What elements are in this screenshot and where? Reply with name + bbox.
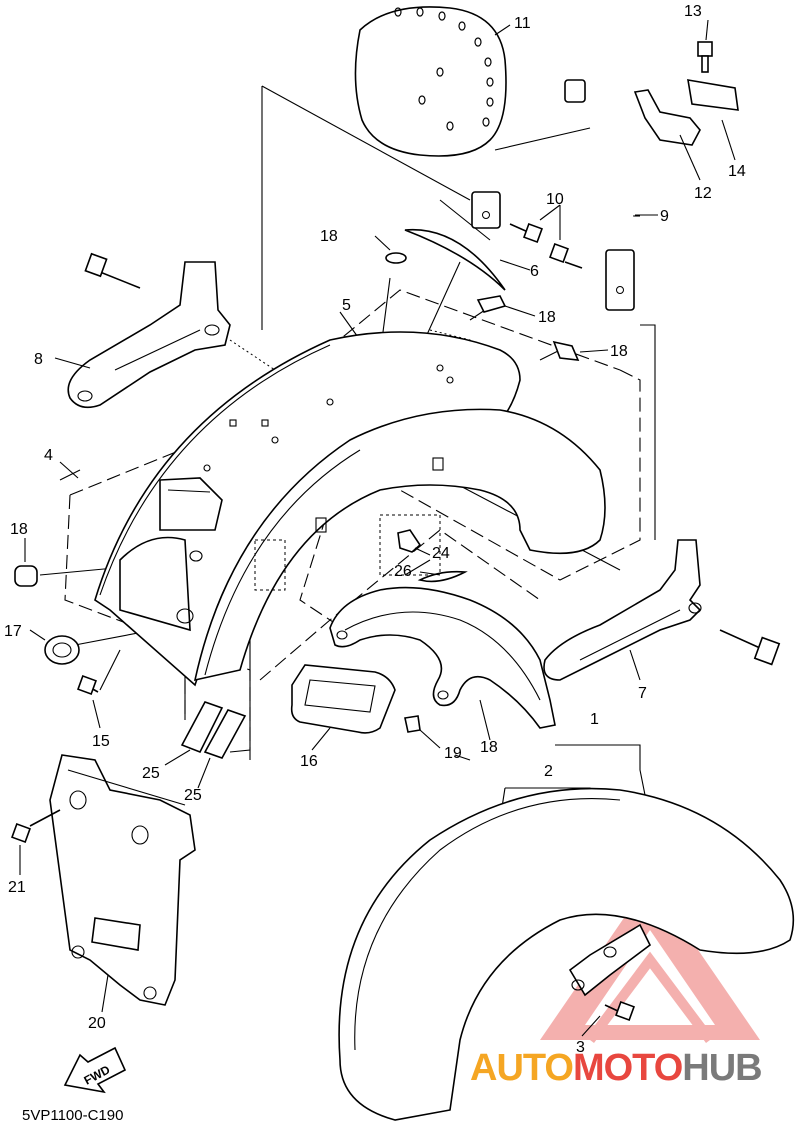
callout-26: 26: [394, 563, 412, 580]
bolts-part-10: [509, 223, 583, 269]
callout-14: 14: [728, 163, 746, 180]
seat-pad-part-11: [354, 6, 507, 157]
stay-left-part-8: [67, 252, 231, 409]
backrest-bar-part-9: [471, 64, 637, 311]
rear-fender-part-5: [94, 331, 606, 687]
callout-leaders: [19, 19, 736, 1037]
callout-6: 6: [530, 263, 539, 280]
callout-1: 1: [590, 711, 599, 728]
callout-19: 18: [320, 228, 338, 245]
callout-5: 5: [342, 297, 351, 314]
callout-22: 20: [88, 1015, 106, 1032]
watermark-moto: MOTO: [573, 1047, 682, 1089]
callout-16: 16: [300, 753, 318, 770]
callout-20: 18: [480, 739, 498, 756]
callout-24: 24: [432, 545, 450, 562]
inner-fender-part-20: [329, 570, 556, 729]
bracket-parts-12-13-14: [633, 41, 739, 146]
callout-labels: 11 13 14 12 10 9 18 6 5 18 18 8 4 18 24 …: [4, 3, 746, 1056]
plate-part-16: [180, 664, 421, 759]
callout-12: 12: [694, 185, 712, 202]
callout-15: 15: [92, 733, 110, 750]
front-fender-part-1: [338, 787, 795, 1121]
callout-4: 4: [44, 447, 53, 464]
callout-21: 19: [444, 745, 462, 762]
watermark-text: AUTOMOTOHUB: [470, 1047, 763, 1089]
svg-text:AUTOMOTOHUB: AUTOMOTOHUB: [470, 1047, 762, 1089]
callout-25-b: 25: [184, 787, 202, 804]
callout-18-right: 18: [610, 343, 628, 360]
fwd-arrow: FWD: [63, 1046, 127, 1094]
callout-2: 2: [544, 763, 553, 780]
callout-18-left: 18: [10, 521, 28, 538]
callout-23: 21: [8, 879, 26, 896]
callout-13: 13: [684, 3, 702, 20]
callout-17: 17: [4, 623, 22, 640]
watermark-logo: [540, 880, 760, 1043]
callout-11: 11: [514, 15, 531, 32]
callout-3: 3: [576, 1039, 585, 1056]
callout-25-a: 25: [142, 765, 160, 782]
license-bracket-part-22: [11, 754, 196, 1006]
callout-8: 8: [34, 351, 43, 368]
strip-part-6: [385, 228, 506, 291]
watermark-auto: AUTO: [470, 1047, 573, 1089]
grommets-part-18: [14, 295, 580, 587]
callout-18-top: 18: [538, 309, 556, 326]
callout-9: 9: [660, 208, 669, 225]
callout-7: 7: [638, 685, 647, 702]
grommet-part-17: [44, 635, 99, 695]
watermark-hub: HUB: [682, 1047, 761, 1089]
callout-10: 10: [546, 191, 564, 208]
diagram-code: 5VP1100-C190: [22, 1107, 123, 1124]
stay-right-part-7: [543, 539, 781, 681]
